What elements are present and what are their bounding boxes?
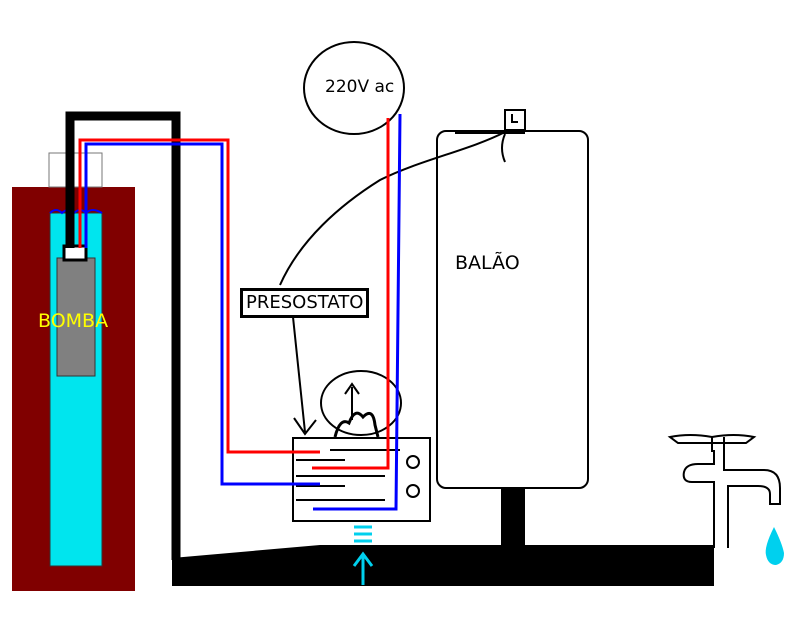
switch-knob-bottom — [406, 484, 420, 498]
power-source-label: 220V ac — [325, 77, 395, 97]
pump-head — [62, 244, 88, 262]
label-arrow — [292, 316, 317, 436]
tank-air-line — [455, 132, 525, 163]
water-drop — [765, 527, 784, 565]
pump-body — [56, 257, 96, 377]
pressure-switch-label: PRESOSTATO — [240, 288, 370, 318]
tank-stand — [501, 487, 525, 549]
sense-tube — [279, 131, 506, 286]
tank-label: BALÃO — [455, 252, 520, 274]
power-wire-live — [312, 118, 390, 470]
switch-knob-top — [406, 455, 420, 469]
main-pipe — [65, 111, 181, 560]
power-wire-neutral — [313, 113, 402, 511]
pump-wire-live — [78, 138, 320, 454]
gauge-element — [333, 411, 380, 438]
tank-valve-mark — [511, 114, 518, 123]
pressure-gauge — [320, 370, 402, 436]
well-casing — [48, 152, 103, 188]
pump-wire-neutral — [84, 142, 320, 486]
water-inlet-arrow — [352, 525, 374, 585]
pump-label: BOMBA — [38, 310, 109, 332]
power-source-circle — [303, 41, 405, 135]
tank-valve — [504, 109, 526, 131]
ground-pipe — [172, 545, 714, 586]
faucet-handle — [667, 434, 757, 452]
pressure-tank — [436, 130, 589, 489]
faucet — [682, 450, 781, 548]
